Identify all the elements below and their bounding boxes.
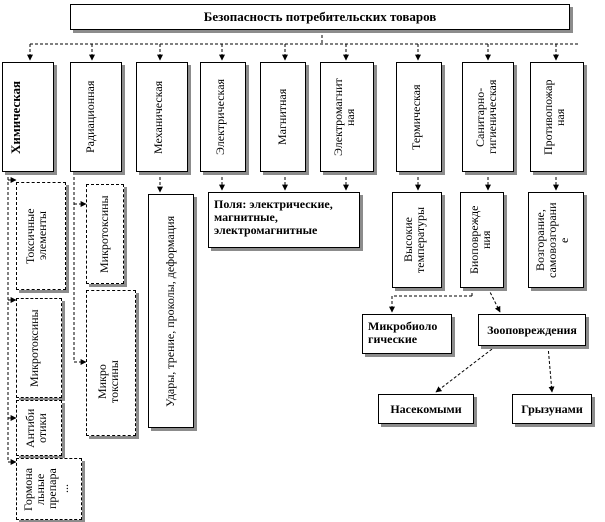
mycotoxins: Микротоксины <box>27 309 41 387</box>
insects: Насекомыми <box>390 402 462 416</box>
fields: Поля: электрические, магнитные, электром… <box>214 197 333 237</box>
diagram-title: Безопасность потребительских товаров <box>203 9 437 24</box>
title-box <box>70 4 570 30</box>
category-electromagnetic-box <box>320 62 374 172</box>
radiation-micro-toxins: Микро токсины <box>95 360 121 404</box>
category-sanitary: Санитарно- гигиеническая <box>473 79 499 155</box>
biodamage-box <box>460 192 504 288</box>
category-mechanical-box <box>136 62 188 172</box>
fields-box <box>208 192 360 248</box>
insects-box <box>378 394 474 424</box>
biodamage: Биоповрежде ния <box>467 205 493 275</box>
category-radiation: Радиационная <box>83 80 97 154</box>
category-radiation-box <box>70 62 122 172</box>
microbio-box <box>362 314 452 354</box>
mycotoxins-box <box>16 298 62 398</box>
ignition: Возгорание, самовозгорани е <box>533 202 571 278</box>
category-magnetic-box <box>260 62 306 172</box>
zoodamage-box <box>478 314 586 346</box>
radiation-microtoxins-box <box>86 184 124 284</box>
category-mechanical: Механическая <box>151 80 165 154</box>
impacts: Удары, трение, проколы, деформация <box>163 215 177 407</box>
rodents: Грызунами <box>521 402 583 416</box>
category-chemical-box <box>2 62 54 172</box>
category-thermal: Термическая <box>409 84 423 150</box>
radiation-microtoxins: Микротоксины <box>97 195 111 273</box>
antibiotics: Антиби отики <box>23 408 49 448</box>
category-fire-box <box>530 62 584 172</box>
category-electric: Электрическая <box>213 78 227 156</box>
category-electromagnetic: Электромагнит ная <box>331 78 357 156</box>
high-temp: Высокие температуры <box>401 206 427 274</box>
microbio: Микробиоло гические <box>368 319 438 346</box>
category-fire: Противопожар ная <box>541 79 567 155</box>
category-sanitary-box <box>462 62 514 172</box>
toxic-elements: Токсичные элементы <box>23 208 49 264</box>
hormones: Гормона льные препара ... <box>21 467 71 511</box>
category-magnetic: Магнитная <box>275 88 289 146</box>
category-electric-box <box>200 62 246 172</box>
category-thermal-box <box>396 62 442 172</box>
category-chemical: Химическая <box>8 80 23 154</box>
toxic-elements-box <box>16 182 66 290</box>
high-temp-box <box>392 192 442 288</box>
radiation-micro-toxins-box <box>86 290 136 436</box>
hormones-box <box>16 458 82 520</box>
impacts-box <box>148 194 194 428</box>
antibiotics-box <box>16 400 62 456</box>
zoodamage: Зооповреждения <box>487 323 577 337</box>
ignition-box <box>528 192 584 288</box>
rodents-box <box>512 394 592 424</box>
